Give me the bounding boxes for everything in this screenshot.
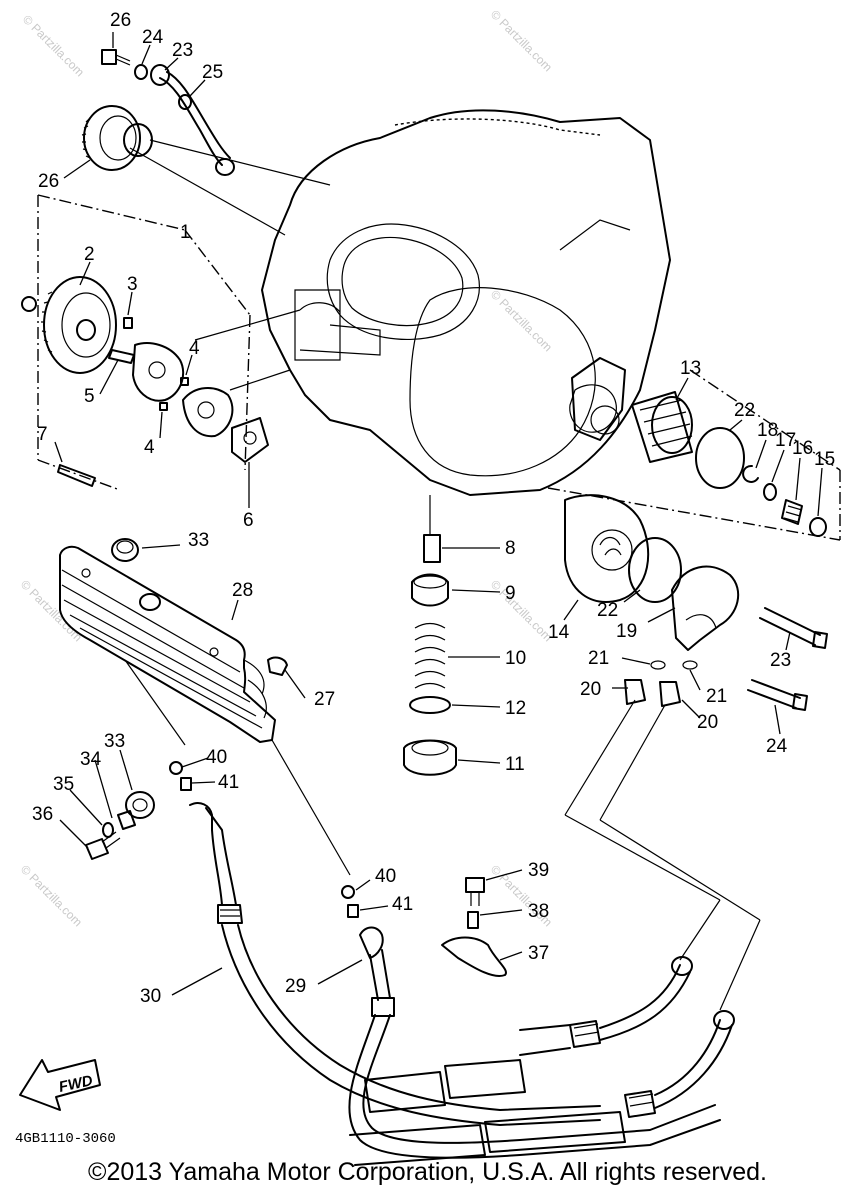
- callout-24: 24: [766, 736, 788, 757]
- callout-6: 6: [243, 510, 254, 531]
- watermark-layer: © Partzilla.com © Partzilla.com © Partzi…: [18, 7, 555, 929]
- part-25-oil-pipe: [150, 64, 235, 176]
- callout-20: 20: [697, 712, 718, 733]
- fwd-arrow: FWD: [19, 1059, 101, 1111]
- part-27-bolt: [101, 49, 131, 66]
- callout-14: 14: [548, 622, 570, 643]
- callout-10: 10: [505, 648, 526, 669]
- callout-18: 18: [757, 420, 778, 441]
- fwd-label: FWD: [57, 1072, 94, 1096]
- mount-hardware-lower-left: [85, 761, 192, 860]
- callout-11: 11: [505, 754, 525, 775]
- callout-1: 1: [180, 222, 191, 243]
- callout-32: 30: [140, 986, 161, 1007]
- callout-35: 35: [53, 774, 74, 795]
- callout-7: 7: [37, 424, 48, 445]
- watermark: © Partzilla.com: [488, 577, 555, 644]
- watermark: © Partzilla.com: [20, 12, 87, 79]
- callout-25: 23: [172, 40, 193, 61]
- callout-40: 40: [375, 866, 396, 887]
- watermark: © Partzilla.com: [488, 7, 555, 74]
- drawing-code: 4GB1110-3060: [15, 1131, 116, 1147]
- relief-valve-group: [403, 534, 457, 776]
- callout-22: 22: [734, 400, 755, 421]
- callout-22: 22: [597, 600, 618, 621]
- callout-34: 34: [80, 749, 102, 770]
- copyright-notice: ©2013 Yamaha Motor Corporation, U.S.A. A…: [88, 1158, 767, 1186]
- callout-19: 19: [616, 621, 637, 642]
- callout-2: 2: [84, 244, 95, 265]
- callout-26: 24: [142, 27, 164, 48]
- callout-39: 39: [528, 860, 549, 881]
- callout-13: 13: [680, 358, 701, 379]
- callout-21: 21: [706, 686, 727, 707]
- callout-4: 4: [144, 437, 155, 458]
- callout-41: 41: [218, 772, 239, 793]
- clamp-hardware-lower-middle: [341, 877, 507, 977]
- callout-31: 29: [285, 976, 306, 997]
- callout-28: 26: [38, 171, 59, 192]
- callout-15: 15: [814, 449, 835, 470]
- callout-21: 21: [588, 648, 609, 669]
- crankcase-cover: [261, 109, 671, 496]
- callout-4: 4: [189, 338, 200, 359]
- part-28-gear: [81, 105, 153, 171]
- callout-9: 9: [505, 583, 516, 604]
- callout-23: 23: [770, 650, 791, 671]
- callout-30: 28: [232, 580, 253, 601]
- oil-hose-31: [348, 926, 735, 1166]
- callout-33: 33: [188, 530, 209, 551]
- watermark: © Partzilla.com: [488, 287, 555, 354]
- callout-36: 36: [32, 804, 53, 825]
- callout-41: 41: [392, 894, 413, 915]
- callout-leaders: [54, 32, 823, 996]
- callout-37: 37: [528, 943, 549, 964]
- oil-cooler: [59, 538, 288, 743]
- callout-33: 33: [104, 731, 125, 752]
- callout-17: 17: [775, 430, 796, 451]
- callout-27: 26: [110, 10, 131, 31]
- part-26-gaskets: [134, 64, 192, 110]
- callout-29: 27: [314, 689, 335, 710]
- oil-pump-assembly: [21, 276, 269, 487]
- oil-hose-32: [189, 802, 601, 1126]
- callout-5: 5: [84, 386, 95, 407]
- callout-16: 16: [792, 438, 813, 459]
- callout-40: 40: [206, 747, 227, 768]
- callout-20: 20: [580, 679, 601, 700]
- phantom-lines: [37, 139, 841, 1011]
- oil-filter-cover-group: [564, 357, 828, 711]
- callout-12: 12: [505, 698, 526, 719]
- callout-labels: 26 24 23 25 26 1 2 3 4 5 4 7 6 8 9 10 12…: [32, 10, 835, 1007]
- callout-8: 8: [505, 538, 516, 559]
- callout-38: 38: [528, 901, 549, 922]
- callout-26: 25: [202, 62, 223, 83]
- watermark: © Partzilla.com: [18, 577, 85, 644]
- callout-3: 3: [127, 274, 138, 295]
- watermark: © Partzilla.com: [18, 862, 85, 929]
